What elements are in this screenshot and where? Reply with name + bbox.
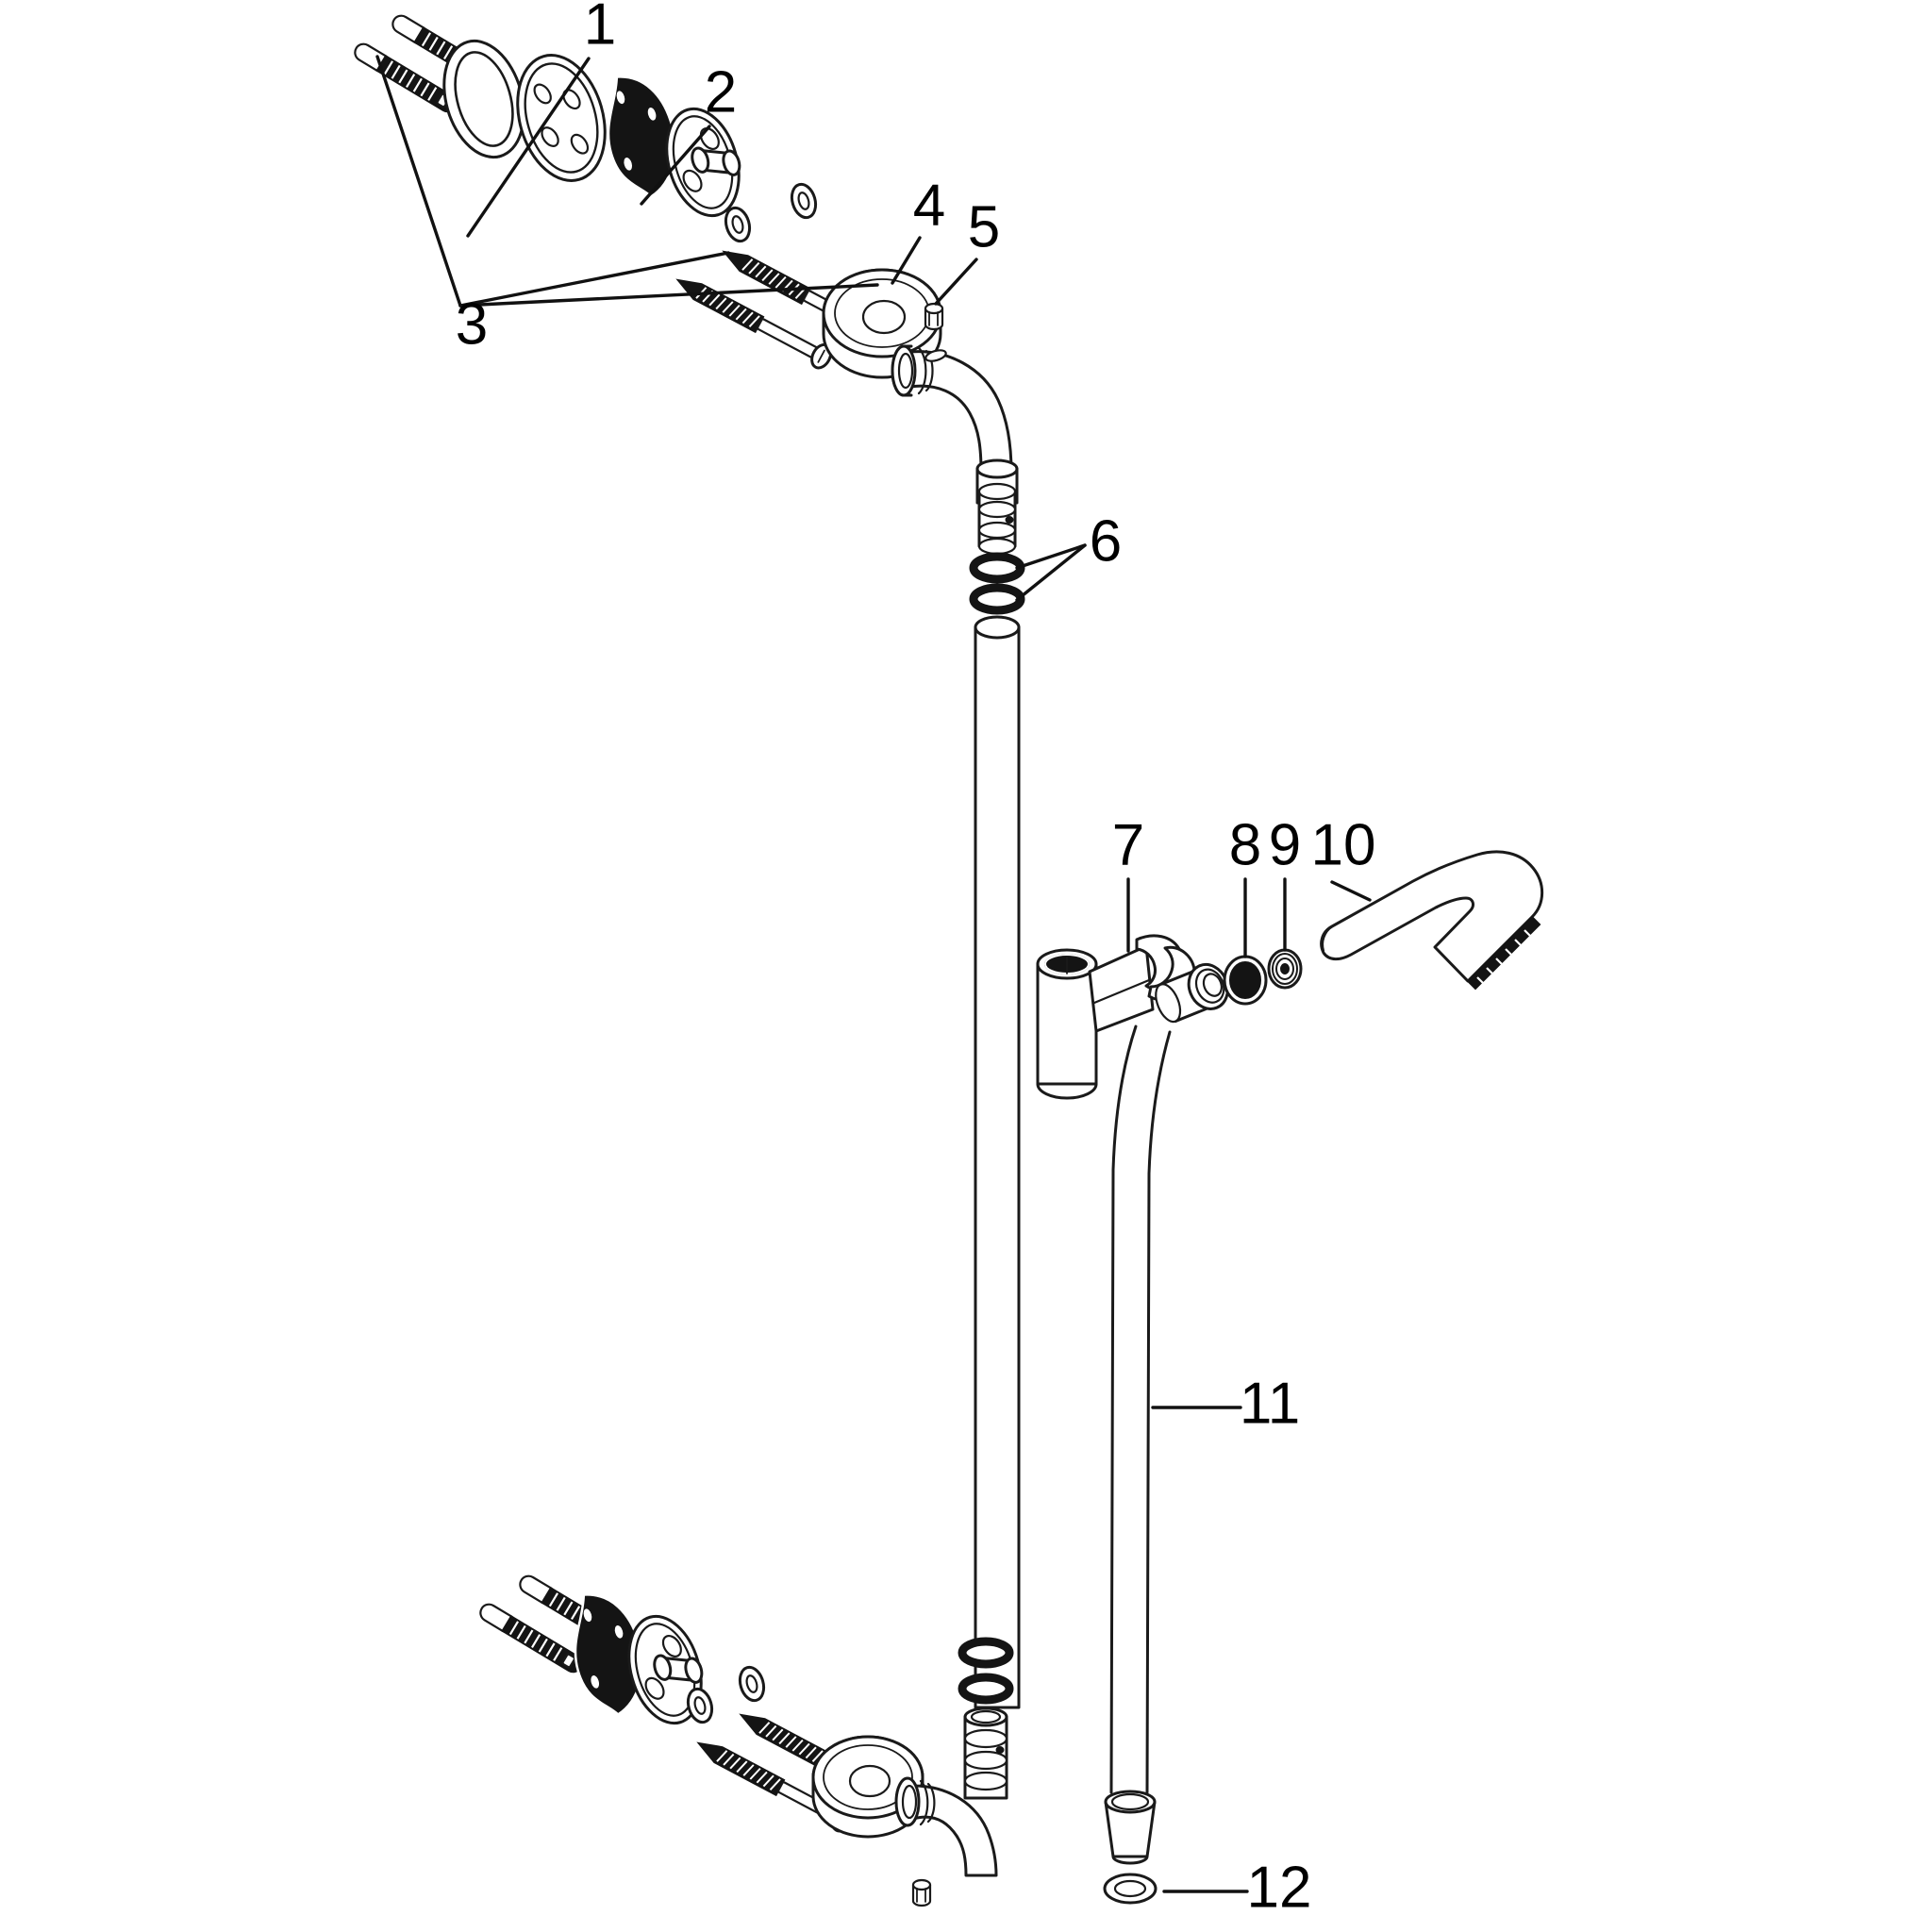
callout-number-9: 9 — [1269, 812, 1301, 877]
washer-bottom-b — [738, 1665, 766, 1703]
callout-numbers: 1 2 3 4 5 6 7 8 9 10 11 12 — [456, 0, 1376, 1920]
grub-screw-bottom — [911, 1878, 932, 1907]
hose-end-ferrule — [1104, 1790, 1157, 1865]
callout-number-6: 6 — [1090, 508, 1122, 574]
leader-6-b — [1015, 543, 1087, 602]
leader-5 — [934, 258, 978, 306]
rubber-gasket-bottom — [574, 1593, 643, 1717]
callout-number-2: 2 — [705, 59, 737, 125]
callout-number-12: 12 — [1247, 1855, 1312, 1920]
o-ring-top-2 — [969, 583, 1025, 615]
riser-connector-bottom — [963, 1707, 1008, 1800]
leader-4 — [891, 236, 922, 285]
leader-2 — [640, 125, 711, 206]
callout-number-4: 4 — [913, 173, 945, 238]
riser-pipe — [974, 615, 1021, 1709]
shower-holder-assembly — [1036, 850, 1544, 1100]
flange-stud-bottom — [653, 1654, 704, 1684]
callout-number-8: 8 — [1229, 812, 1261, 877]
hose-sealing-washer-12 — [1103, 1873, 1158, 1905]
callout-number-5: 5 — [968, 194, 1000, 259]
leader-6-a — [1015, 543, 1087, 570]
o-ring-bottom-1 — [958, 1673, 1014, 1705]
holder-fork-cradle — [1088, 934, 1196, 1033]
holder-sleeve — [1036, 948, 1098, 1100]
leader-3-a — [375, 55, 462, 308]
bottom-elbow-assembly — [811, 1637, 1014, 1907]
callout-number-11: 11 — [1240, 1371, 1300, 1436]
leader-10 — [1330, 880, 1372, 902]
elbow-collar-bottom — [894, 1776, 936, 1827]
callout-number-1: 1 — [584, 0, 616, 57]
flange-with-stud-bottom — [627, 1614, 704, 1725]
rubber-gasket-top — [607, 75, 676, 199]
flange-stud — [691, 146, 741, 176]
callout-number-7: 7 — [1112, 812, 1144, 877]
top-wall-mount-assembly — [354, 14, 879, 370]
flange-with-stud-top — [665, 107, 741, 218]
riser-connector-top — [975, 458, 1019, 556]
washer-top-b — [790, 182, 818, 220]
shower-hose — [1109, 1024, 1172, 1794]
leader-3-c — [458, 283, 879, 308]
leader-3-b — [458, 251, 730, 308]
escutcheon-trim-ring — [442, 39, 525, 159]
o-ring-top-1 — [969, 552, 1025, 584]
washer-bottom-a — [686, 1687, 714, 1724]
callout-number-10: 10 — [1311, 812, 1376, 877]
spray-face-slots — [1466, 915, 1541, 991]
o-ring-bottom-2 — [958, 1637, 1014, 1669]
leader-1 — [466, 57, 591, 238]
top-elbow-assembly — [822, 268, 1025, 615]
grub-screw-top — [924, 302, 944, 331]
seal-gasket-8 — [1223, 955, 1268, 1006]
washer-top-a — [724, 206, 752, 243]
mounting-plate-perforated — [516, 54, 607, 182]
callout-number-3: 3 — [456, 291, 488, 357]
elbow-collar-top — [891, 344, 934, 397]
callout-leaders — [375, 55, 1372, 1893]
elbow-pipe-bottom — [894, 1776, 998, 1877]
wall-anchor-bottom-2 — [479, 1603, 583, 1674]
filter-screen-9 — [1267, 948, 1303, 990]
hose-connector-nut — [1155, 962, 1229, 1024]
bottom-wall-mount-assembly — [479, 1574, 896, 1833]
hand-shower-wand — [1320, 850, 1544, 991]
